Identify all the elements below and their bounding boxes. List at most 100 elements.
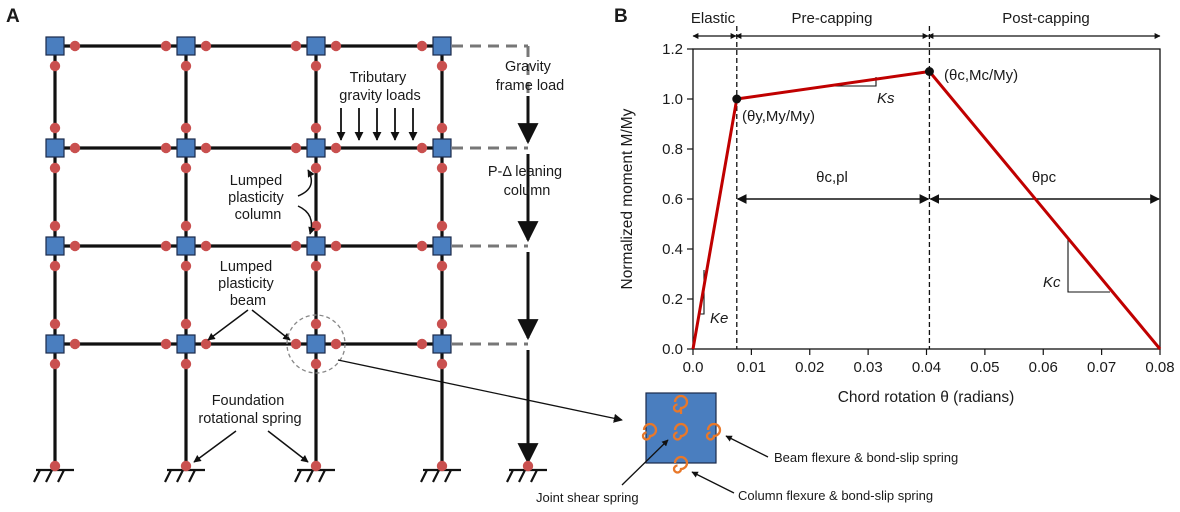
support-icon [294,468,335,483]
frame-beams [55,44,442,346]
joint-square [45,236,65,256]
yield-point-label: (θy,My/My) [742,108,815,125]
hinge-dot [200,142,212,154]
leaning-column-label: P-Δ leaning column [488,164,566,199]
y-tick-label: 1.2 [662,41,683,58]
hinge-dot [49,60,61,72]
hinge-dot [290,338,302,350]
lumped-plasticity-beam-label: Lumped plasticity beam [218,259,278,309]
hinge-dot [49,460,61,472]
hinge-dot [330,240,342,252]
hinge-dot [310,162,322,174]
hinge-dot [416,40,428,52]
spring-icon [672,455,689,474]
hinge-dot [310,260,322,272]
leaning-column [452,44,530,346]
hinge-dot [69,338,81,350]
joint-square [432,334,452,354]
y-tick-label: 0.4 [662,241,683,258]
joint-square [432,36,452,56]
lp-beam-pointer [207,309,249,341]
hinge-dot [49,162,61,174]
x-tick-label: 0.0 [683,359,704,376]
hinge-dot [69,142,81,154]
x-tick-label: 0.03 [854,359,883,376]
hinge-dot [330,338,342,350]
x-axis-title: Chord rotation θ (radians) [838,389,1015,406]
y-tick-label: 0.0 [662,341,683,358]
y-tick-label: 1.0 [662,91,683,108]
panel-b: B Elastic Pre-capping Post-capping 0.00.… [614,6,1175,406]
y-tick-label: 0.2 [662,291,683,308]
fixed-supports [33,468,547,483]
joint-square [176,334,196,354]
spring-icon [672,422,689,441]
hinge-dot [416,338,428,350]
gravity-frame-load-label: Gravity frame load [496,59,565,94]
beam-spring-label: Beam flexure & bond-slip spring [774,450,958,465]
ke-label: Ke [710,310,728,327]
x-tick-label: 0.06 [1029,359,1058,376]
joint-square [432,138,452,158]
x-tick-label: 0.02 [795,359,824,376]
theta-cpl-label: θc,pl [816,169,848,186]
hinge-dot [436,358,448,370]
hinge-dot [180,460,192,472]
hinge-dot [200,338,212,350]
hinge-dot [49,318,61,330]
curve-marker [924,67,934,76]
x-tick-label: 0.04 [912,359,941,376]
panel-b-label: B [614,6,628,27]
hinge-dot [49,260,61,272]
hinge-dot [180,162,192,174]
hinge-dot [330,142,342,154]
x-tick-label: 0.01 [737,359,766,376]
spring-icon [672,394,689,414]
backbone-curve [691,69,1162,350]
x-tick-label: 0.05 [970,359,999,376]
hinge-dot [69,40,81,52]
curve-markers [732,67,934,104]
beam-spring-pointer [725,435,769,458]
hinge-dot [436,318,448,330]
spring-icon [641,422,658,441]
hinge-dot [180,358,192,370]
hinge-dot [160,142,172,154]
hinge-dot [330,40,342,52]
y-tick-label: 0.8 [662,141,683,158]
x-tick-label: 0.07 [1087,359,1116,376]
x-axis-ticks: 0.0 0.01 0.02 0.03 0.04 0.05 0.06 0.07 0.08 [683,349,1175,376]
support-icon [164,468,205,483]
cap-point-label: (θc,Mc/My) [944,67,1018,84]
hinge-dot [180,318,192,330]
curve-marker [732,94,742,104]
x-tick-label: 0.08 [1145,359,1174,376]
hinge-dot [310,358,322,370]
lumped-plasticity-column-label: Lumped plasticity column [228,173,288,223]
hinge-dot [290,142,302,154]
kc-label: Kc [1043,274,1061,291]
hinge-dot [522,460,534,472]
tributary-load-arrows [336,108,418,141]
hinge-dot [436,220,448,232]
joint-detail-panel [645,392,717,464]
frame-columns [53,46,444,468]
region-label: Pre-capping [792,10,873,27]
joint-panels [45,36,452,354]
joint-detail: Beam flexure & bond-slip spring Column f… [536,392,958,505]
hinge-dot [180,60,192,72]
foundation-pointer [193,430,237,463]
panel-a: A [6,6,958,505]
foundation-pointer [267,430,309,463]
joint-square [176,138,196,158]
hinge-dot [290,40,302,52]
panel-a-label: A [6,6,20,27]
support-icon [506,468,547,483]
hinge-dot [436,260,448,272]
column-spring-pointer [691,471,735,494]
hinge-dot [416,240,428,252]
hinge-dot [200,240,212,252]
hinge-dot [180,122,192,134]
support-icon [420,468,461,483]
hinge-dot [160,40,172,52]
